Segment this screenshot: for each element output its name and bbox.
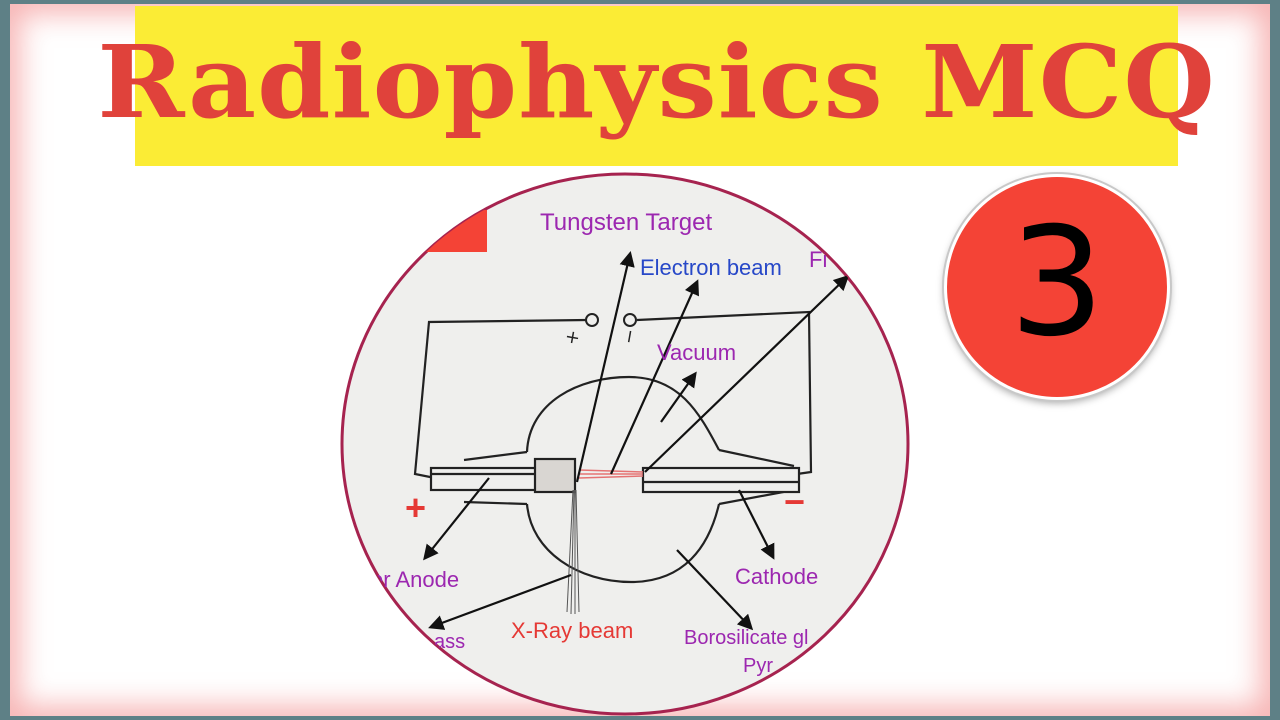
negative-terminal: [623, 313, 637, 327]
label-xray-beam: X-Ray beam: [511, 618, 633, 643]
diagram-svg: Tungsten Target Electron beam Vacuum Fi …: [340, 172, 910, 716]
anode-plus-sign: +: [405, 487, 426, 528]
label-pyrex: Pyr: [743, 655, 773, 677]
circuit-wires: [413, 310, 813, 480]
label-borosilicate: Borosilicate gl: [684, 627, 809, 649]
label-electron-beam: Electron beam: [640, 255, 782, 280]
cathode-minus-sign: −: [784, 481, 805, 522]
number-badge: 3: [944, 174, 1170, 400]
cathode-rod: [641, 466, 801, 494]
label-glass: ass: [434, 631, 465, 653]
label-filament: Fi: [809, 247, 827, 272]
label-tungsten-target: Tungsten Target: [540, 209, 712, 236]
label-arrows: [423, 250, 850, 631]
xray-tube-diagram: Tungsten Target Electron beam Vacuum Fi …: [339, 172, 911, 716]
corner-red-tab: [409, 210, 487, 252]
terminal-minus-mark: −: [618, 327, 641, 346]
label-cathode: Cathode: [735, 564, 818, 589]
terminal-plus-mark: +: [561, 328, 584, 347]
title-text: Radiophysics MCQ: [97, 23, 1216, 141]
label-vacuum: Vacuum: [657, 340, 736, 365]
anode-rod: [429, 457, 577, 494]
title-banner: Radiophysics MCQ: [97, 6, 1215, 166]
number-text: 3: [1009, 196, 1105, 370]
positive-terminal: [585, 313, 599, 327]
label-anode: er Anode: [371, 567, 459, 592]
xray-beam-lines: [566, 489, 580, 615]
